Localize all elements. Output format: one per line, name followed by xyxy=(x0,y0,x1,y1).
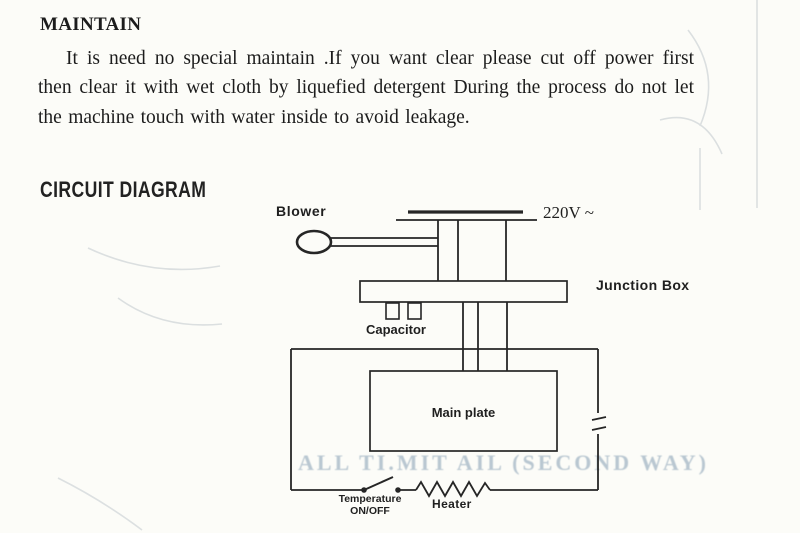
capacitor-label: Capacitor xyxy=(366,322,426,337)
junction-to-plate-wires xyxy=(462,302,508,372)
blower-label: Blower xyxy=(276,203,327,219)
scan-artifacts xyxy=(57,0,758,531)
temperature-switch-label-line1: Temperature xyxy=(338,493,402,505)
power-supply-lines xyxy=(396,210,537,221)
bleed-through-text: ALL TI.MIT AIL (SECOND WAY) xyxy=(298,450,709,475)
voltage-label: 220V ~ xyxy=(543,203,594,222)
blower-symbol xyxy=(295,229,438,255)
capacitor-symbol xyxy=(385,302,422,320)
temperature-switch-label: Temperature ON/OFF xyxy=(328,493,412,517)
heater-symbol xyxy=(415,480,491,498)
junction-box-label: Junction Box xyxy=(596,277,690,293)
junction-box-rect xyxy=(359,280,568,303)
supply-wires xyxy=(437,220,507,282)
main-plate-label: Main plate xyxy=(431,405,496,420)
switch-symbol xyxy=(361,476,401,493)
maintain-section-body: It is need no special maintain .If you w… xyxy=(38,48,694,128)
maintain-section-title: MAINTAIN xyxy=(40,14,142,35)
heater-label: Heater xyxy=(432,497,472,511)
circuit-diagram-title: CIRCUIT DIAGRAM xyxy=(40,177,207,202)
temperature-switch-label-line2: ON/OFF xyxy=(350,505,390,518)
main-plate-rect xyxy=(369,370,558,452)
outer-enclosure xyxy=(290,348,607,491)
